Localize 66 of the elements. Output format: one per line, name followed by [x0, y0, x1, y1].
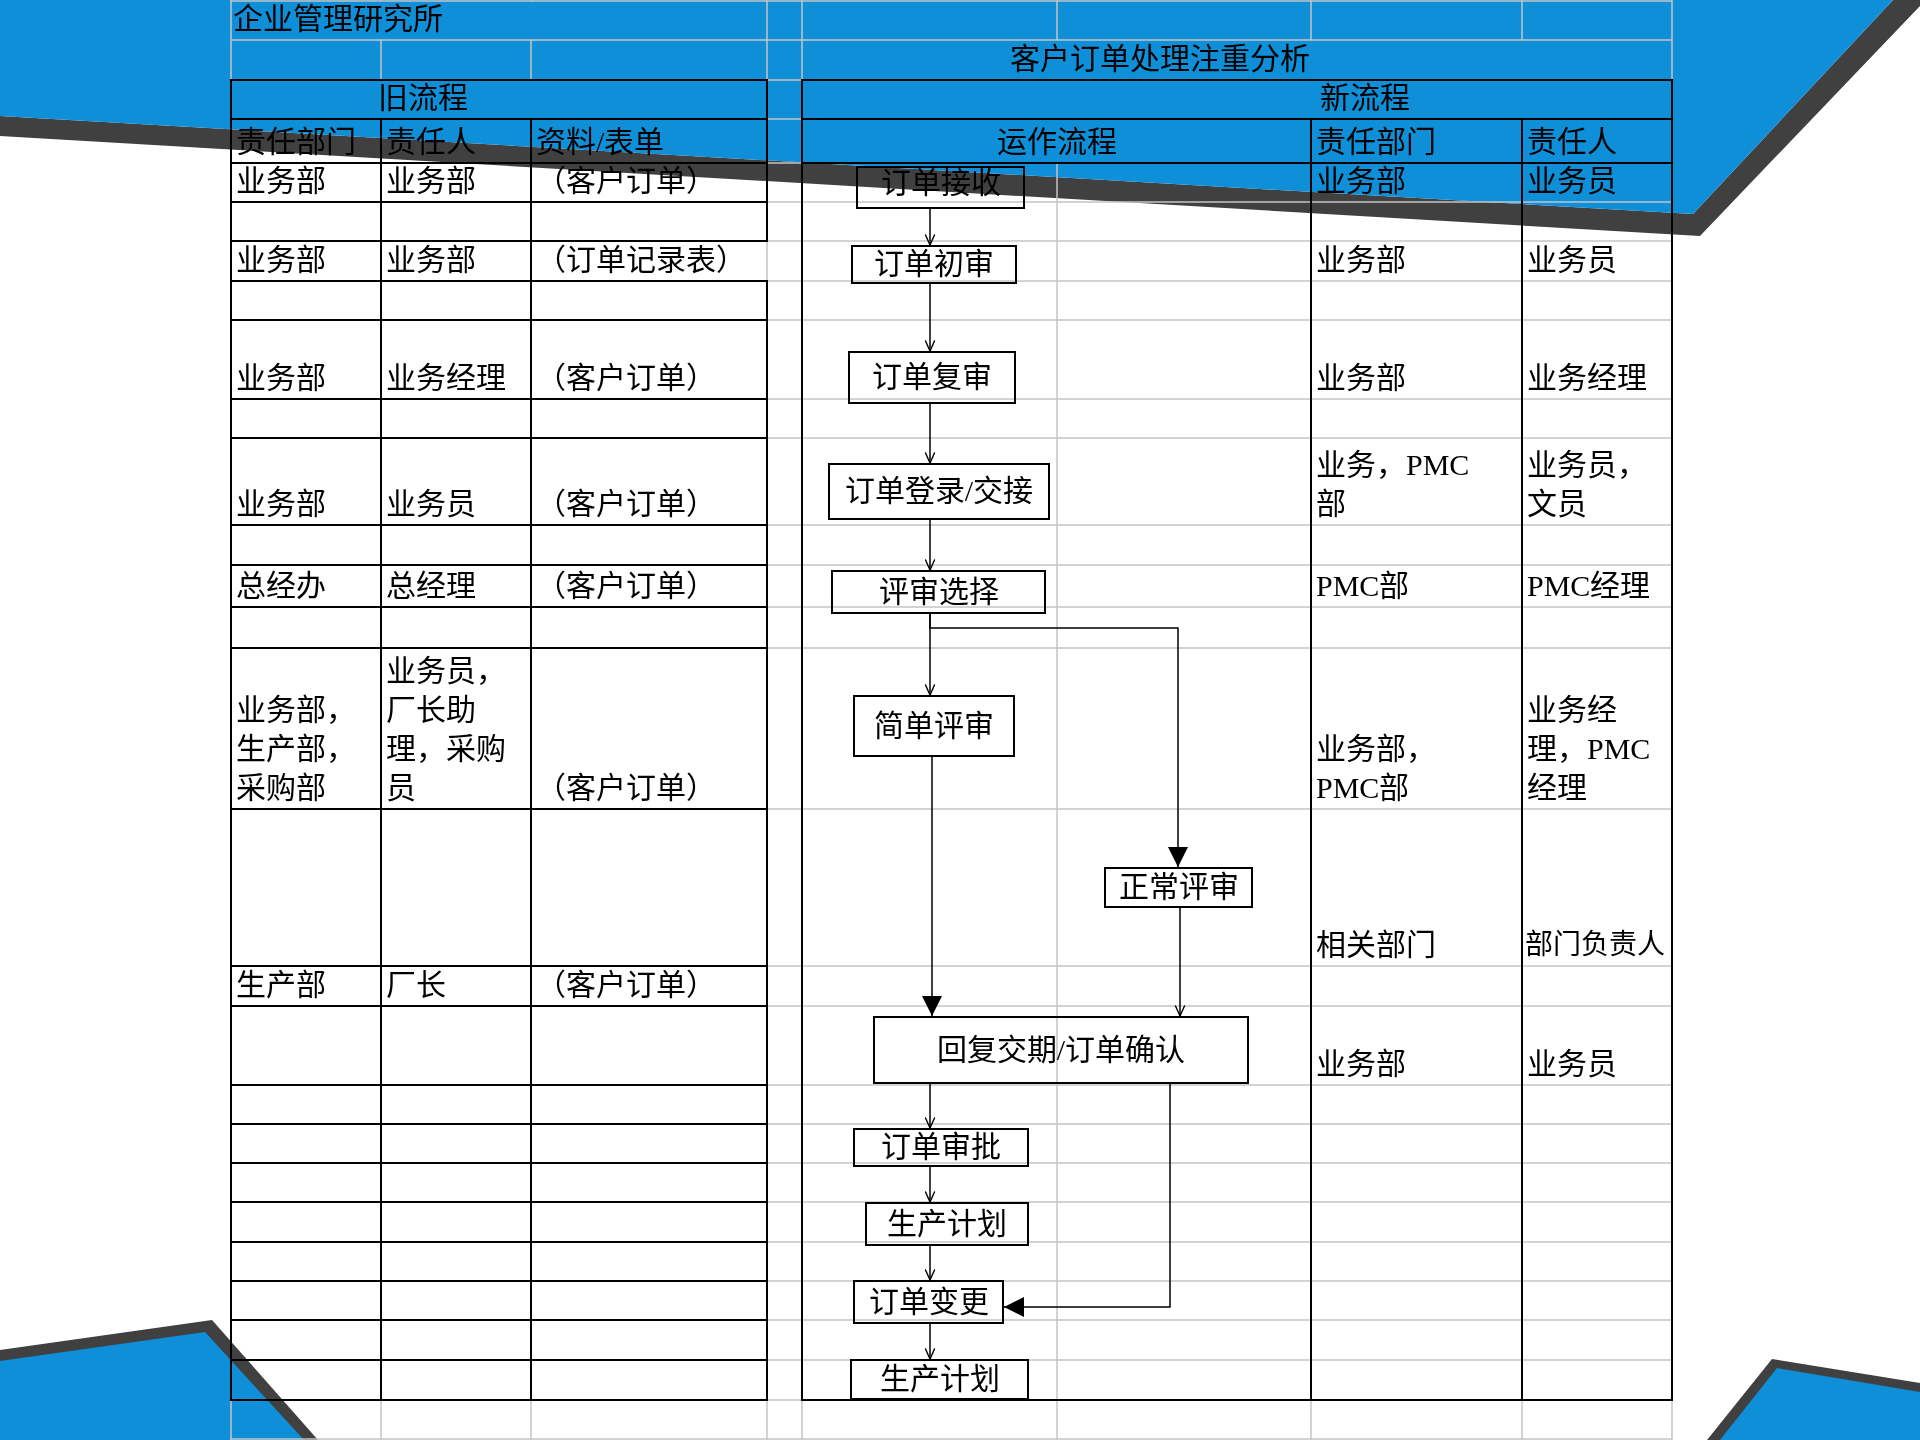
department-name: 业务部 [236, 486, 326, 522]
column-header: 责任部门 [1316, 124, 1436, 160]
department-name: 总经办 [236, 568, 326, 604]
person-role: 业务员 [1527, 242, 1617, 278]
person-role: 业务部 [386, 242, 476, 278]
department-name: 业务部 [236, 242, 326, 278]
document-name: （客户订单） [536, 568, 716, 604]
section-header: 旧流程 [378, 80, 468, 116]
person-role: 业务经理，PMC经理 [1527, 692, 1652, 806]
person-role: 总经理 [386, 568, 476, 604]
flow-arrow [922, 756, 942, 1017]
process-box: 生产计划 [865, 1202, 1029, 1246]
department-name: 生产部 [236, 967, 326, 1003]
document-name: （客户订单） [536, 486, 716, 522]
flow-arrow [924, 1083, 936, 1129]
process-box: 订单初审 [851, 245, 1017, 284]
process-box: 回复交期/订单确认 [873, 1016, 1249, 1084]
flow-arrow [1003, 1083, 1171, 1317]
flow-arrow [929, 613, 1188, 868]
person-role: 业务员 [1527, 163, 1617, 199]
department-name: 业务部，PMC部 [1316, 731, 1437, 806]
flow-arrow [924, 1323, 936, 1360]
flow-arrow [924, 1245, 936, 1281]
process-box: 生产计划 [850, 1359, 1029, 1400]
flow-arrow [924, 519, 936, 571]
document-name: （客户订单） [536, 967, 716, 1003]
person-role: 业务员，文员 [1527, 447, 1648, 522]
process-box: 订单登录/交接 [828, 463, 1050, 520]
flow-arrow [924, 1166, 936, 1203]
department-name: 相关部门 [1316, 927, 1436, 963]
department-name: 业务部 [236, 163, 326, 199]
person-role: PMC经理 [1527, 568, 1651, 604]
department-name: 业务部，生产部，采购部 [236, 692, 357, 806]
column-header: 运作流程 [996, 124, 1117, 160]
page-title: 客户订单处理注重分析 [1010, 41, 1310, 77]
department-name: 业务部 [1316, 163, 1406, 199]
flow-arrow [1174, 907, 1186, 1017]
person-role: 业务员 [1527, 1046, 1617, 1082]
department-name: 业务，PMC部 [1316, 447, 1471, 522]
person-role: 业务员，厂长助理，采购员 [386, 653, 507, 806]
department-name: 业务部 [1316, 360, 1406, 396]
department-name: 业务部 [1316, 242, 1406, 278]
person-role: 部门负责人 [1525, 928, 1665, 962]
department-name: 业务部 [236, 360, 326, 396]
document-name: （订单记录表） [536, 242, 746, 278]
section-header: 新流程 [1320, 80, 1410, 116]
flow-arrow [924, 208, 936, 246]
person-role: 厂长 [386, 967, 446, 1003]
department-name: PMC部 [1316, 568, 1410, 604]
document-name: （客户订单） [536, 360, 716, 396]
flow-arrow [924, 403, 936, 464]
column-header: 责任人 [1527, 124, 1617, 160]
process-box: 正常评审 [1104, 867, 1253, 908]
person-role: 业务经理 [1527, 360, 1647, 396]
process-box: 订单变更 [853, 1280, 1004, 1324]
process-box: 评审选择 [831, 570, 1046, 614]
department-name: 业务部 [1316, 1046, 1406, 1082]
person-role: 业务部 [386, 163, 476, 199]
process-box: 简单评审 [853, 695, 1015, 757]
person-role: 业务经理 [386, 360, 506, 396]
document-name: （客户订单） [536, 770, 716, 806]
person-role: 业务员 [386, 486, 476, 522]
process-box: 订单审批 [853, 1128, 1029, 1167]
letterhead-text: 企业管理研究所 [233, 1, 443, 37]
flow-arrow [924, 283, 936, 352]
process-box: 订单复审 [848, 351, 1016, 404]
